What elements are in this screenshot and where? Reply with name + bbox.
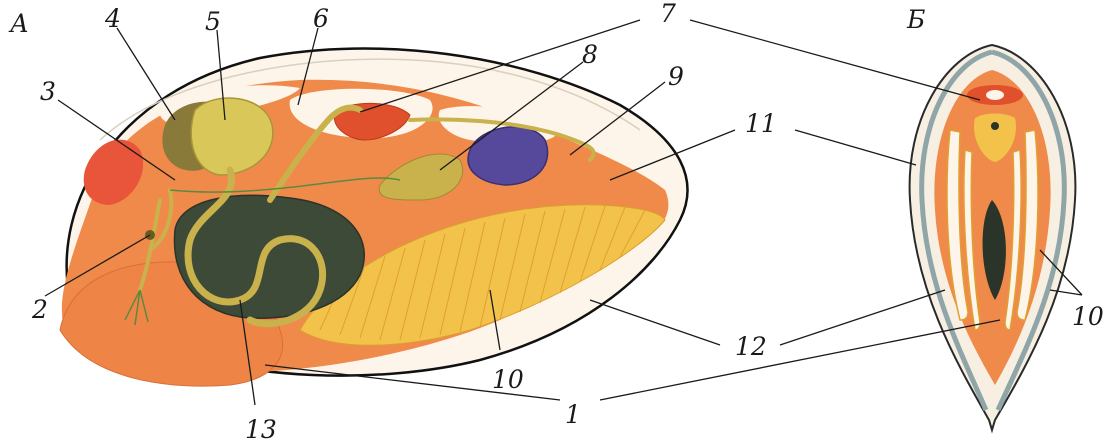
panel-a-bivalve-side-view xyxy=(60,49,688,387)
panel-b-letter: Б xyxy=(906,5,925,34)
label-8: 8 xyxy=(582,40,598,69)
label-6: 6 xyxy=(313,4,329,33)
label-3: 3 xyxy=(40,77,56,106)
label-7: 7 xyxy=(660,0,676,28)
panel-a-letter: А xyxy=(8,9,29,38)
panel-b-cross-section xyxy=(910,45,1076,430)
label-13: 13 xyxy=(245,415,277,444)
label-9: 9 xyxy=(668,62,684,91)
label-1: 1 xyxy=(565,400,581,429)
label-10-b: 10 xyxy=(1072,302,1104,331)
label-10-a: 10 xyxy=(492,365,524,394)
label-12: 12 xyxy=(735,332,767,361)
digestive-gland xyxy=(174,195,364,318)
cross-gut xyxy=(991,122,999,130)
label-11: 11 xyxy=(745,109,777,138)
label-2: 2 xyxy=(31,295,48,324)
label-4: 4 xyxy=(104,4,121,33)
label-5: 5 xyxy=(205,7,221,36)
cross-heart-core xyxy=(986,90,1004,100)
